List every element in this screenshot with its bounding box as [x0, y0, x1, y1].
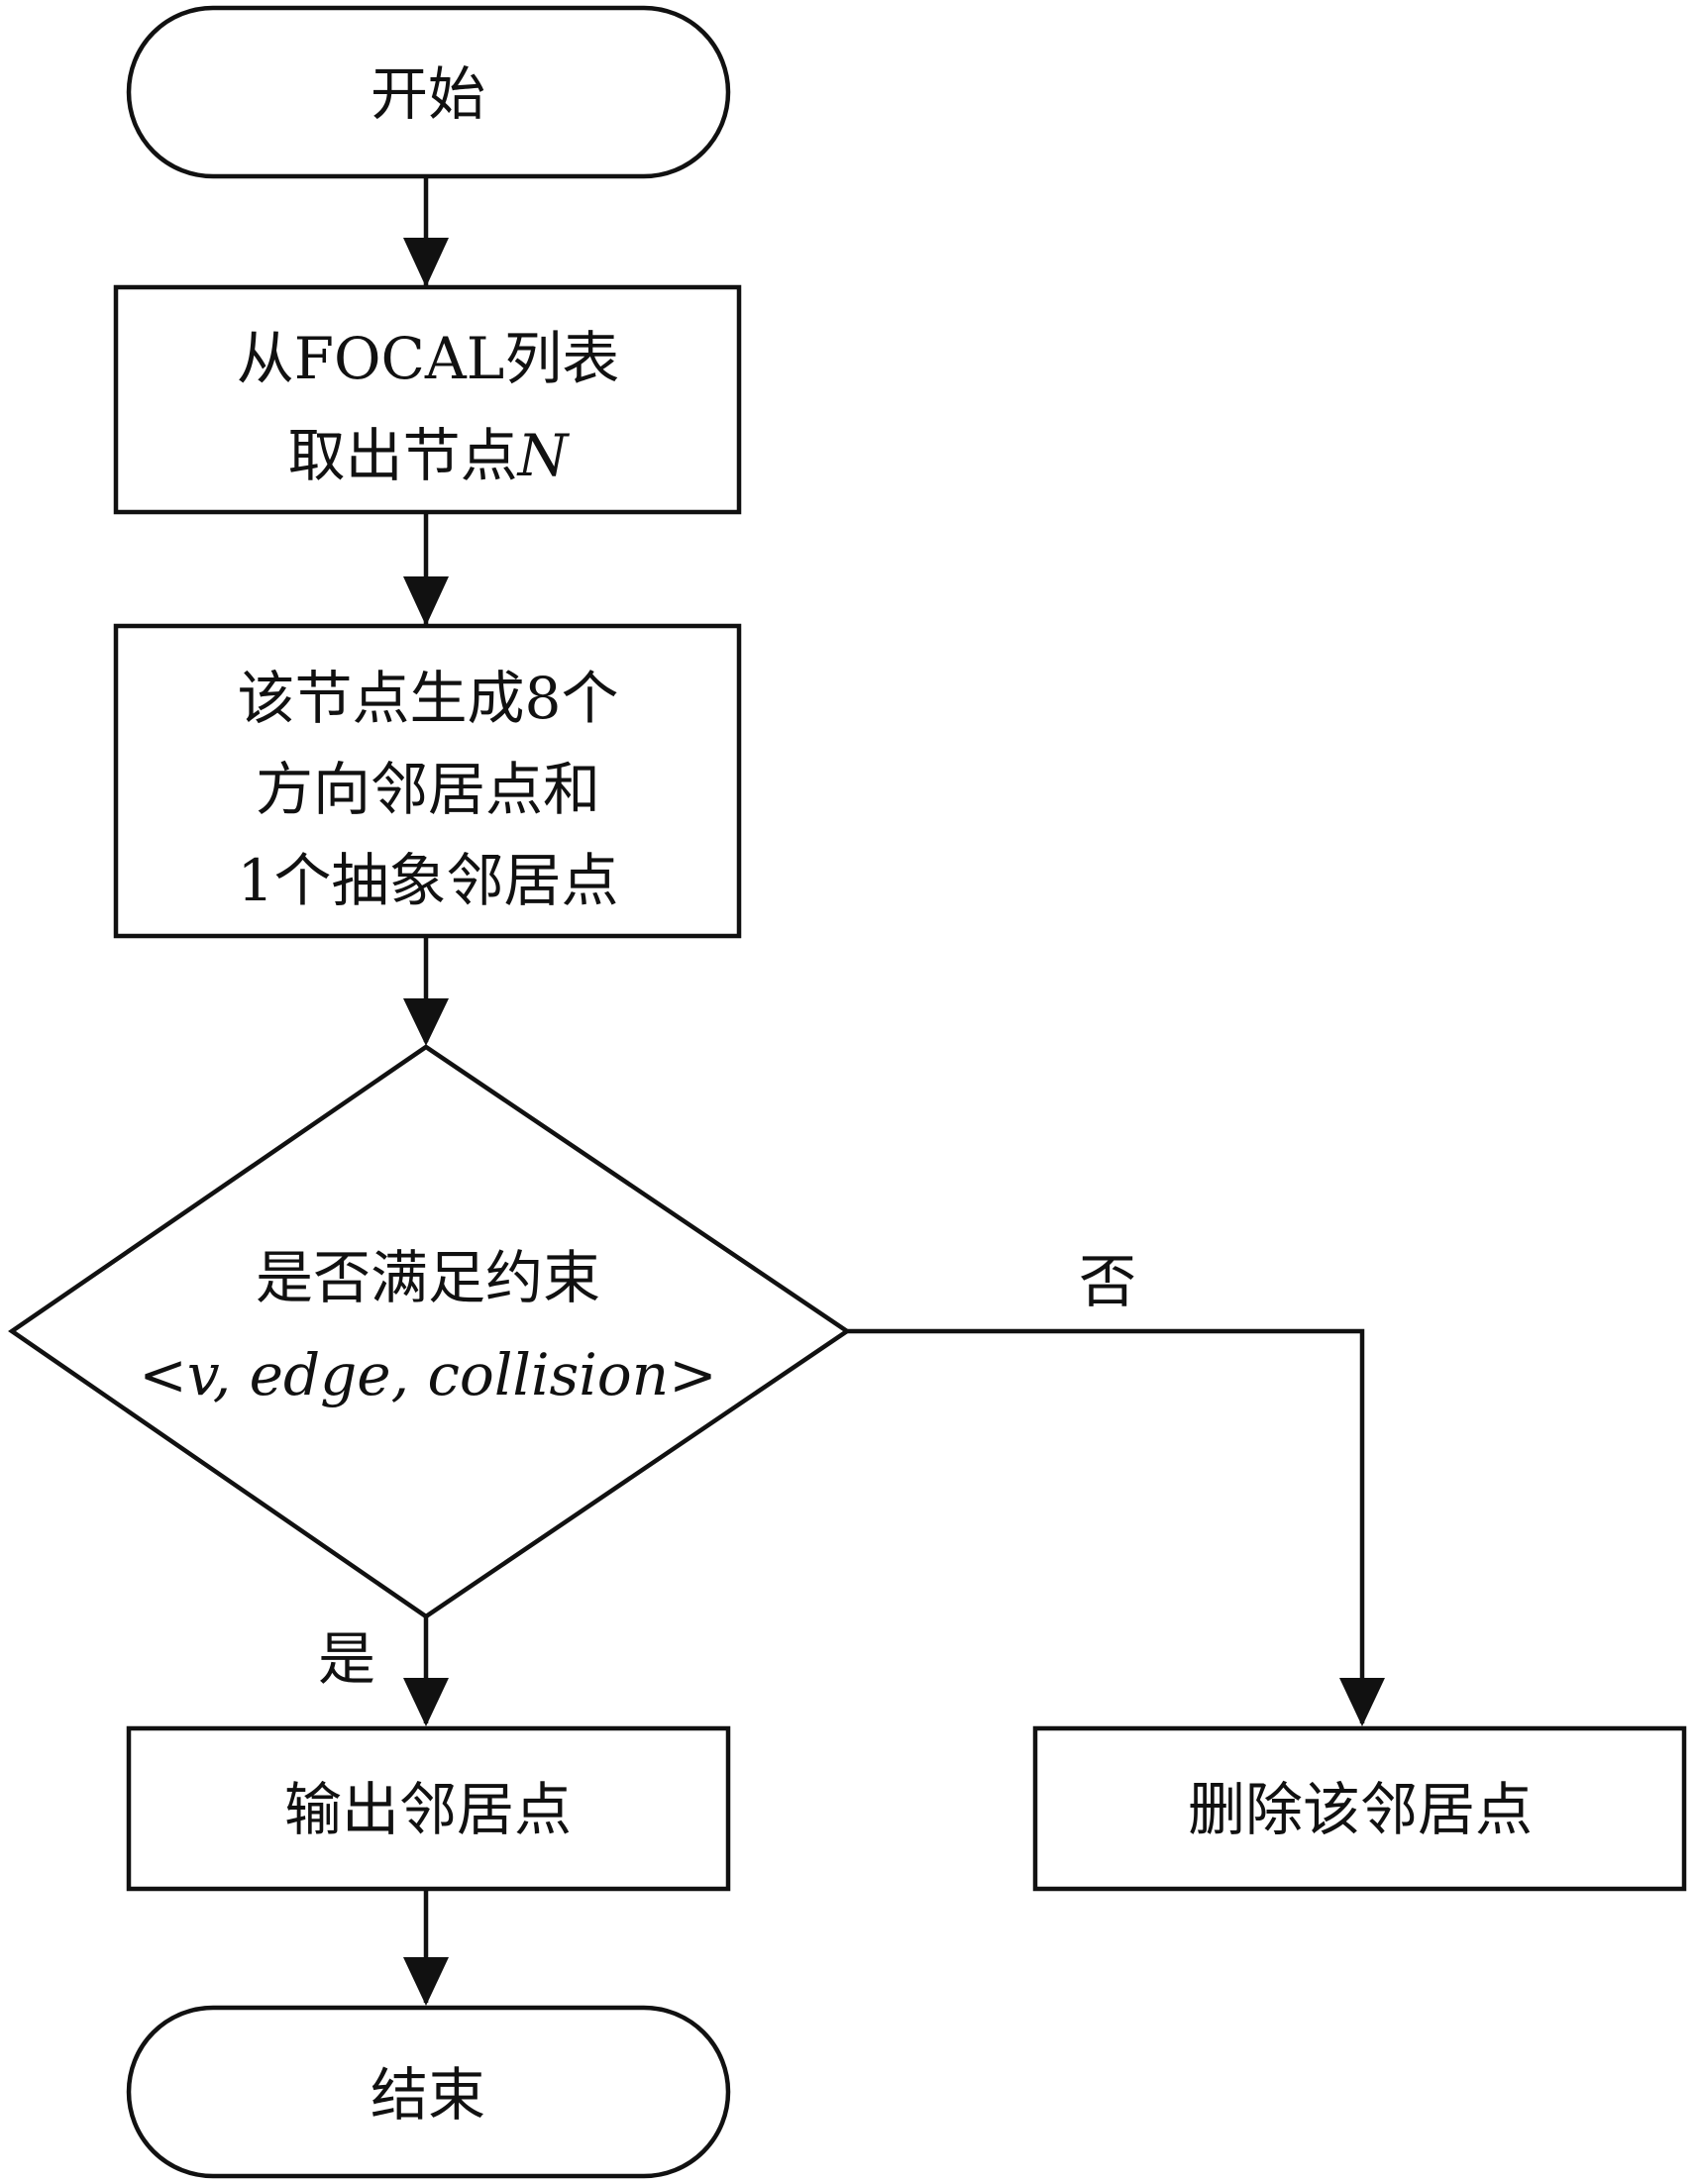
take-node-var: N: [516, 422, 571, 489]
arrow-decision-to-delete: [847, 1328, 1365, 1723]
arrowhead-decision-to-output: [403, 1678, 449, 1726]
arrowhead-output-to-end: [403, 1957, 449, 2006]
end-label: 结束: [371, 2061, 485, 2129]
decision-line2: <v, edge, collision>: [139, 1341, 716, 1408]
arrowhead-take-to-generate: [403, 576, 449, 626]
take-node-line2-text: 取出节点: [288, 422, 518, 489]
take-node-process: 从FOCAL列表 取出节点N: [113, 284, 742, 515]
generate-neighbors-process: 该节点生成8个 方向邻居点和 1个抽象邻居点: [113, 623, 742, 939]
end-terminal: 结束: [126, 2005, 731, 2179]
arrowhead-start-to-take: [403, 238, 449, 287]
start-terminal: 开始: [126, 5, 731, 179]
decision-vars: v, edge, collision: [187, 1341, 669, 1408]
decision-close-bracket: >: [669, 1341, 717, 1408]
output-label: 输出邻居点: [284, 1776, 572, 1843]
start-label: 开始: [371, 60, 485, 128]
connectors: [403, 175, 1385, 2006]
decision-open-bracket: <: [139, 1341, 187, 1408]
yes-branch-label: 是: [318, 1625, 375, 1693]
delete-neighbor-process: 删除该邻居点: [1032, 1725, 1687, 1892]
no-branch-label: 否: [1079, 1248, 1136, 1315]
delete-label: 删除该邻居点: [1188, 1776, 1533, 1843]
decision-line1: 是否满足约束: [256, 1244, 600, 1311]
arrowhead-decision-to-delete: [1339, 1678, 1385, 1726]
arrowhead-generate-to-decision: [403, 998, 449, 1046]
generate-line2: 方向邻居点和: [256, 756, 600, 823]
output-neighbors-process: 输出邻居点: [126, 1725, 731, 1892]
generate-line3: 1个抽象邻居点: [238, 847, 619, 914]
constraint-decision: 是否满足约束 <v, edge, collision>: [8, 1044, 852, 1619]
take-node-line2: 取出节点N: [288, 422, 571, 489]
generate-line1: 该节点生成8个: [238, 665, 619, 732]
take-node-line1: 从FOCAL列表: [237, 325, 620, 392]
